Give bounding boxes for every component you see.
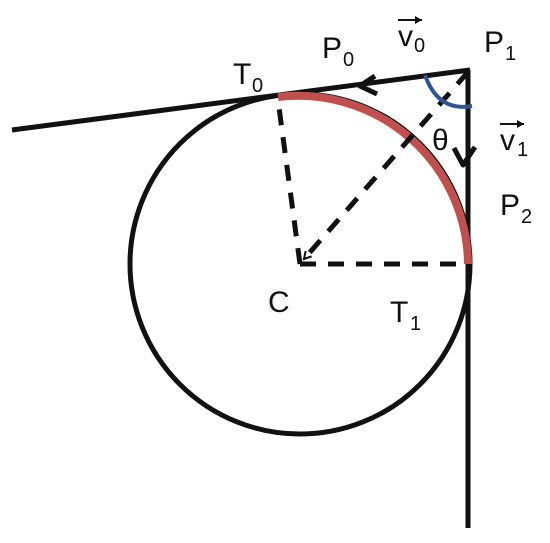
svg-text:1: 1 [517,139,528,161]
svg-text:0: 0 [252,75,263,97]
label-t0: T 0 [233,58,263,97]
svg-text:1: 1 [410,313,421,335]
svg-text:0: 0 [343,49,354,71]
label-t1: T 1 [390,296,421,335]
svg-text:P: P [484,26,504,59]
svg-text:v: v [398,20,413,53]
label-p1: P 1 [484,26,516,65]
svg-text:T: T [233,58,251,91]
svg-text:2: 2 [521,206,532,228]
tangent-line-top [11,67,471,133]
label-v0: v 0 [398,16,425,57]
angle-arc-theta [423,74,473,109]
radius-c-t0 [275,99,303,265]
label-v1: v 1 [500,120,528,161]
svg-text:P: P [500,189,520,222]
svg-text:1: 1 [505,43,516,65]
label-p2: P 2 [500,189,532,228]
svg-text:C: C [268,286,290,319]
svg-text:P: P [322,32,342,65]
svg-text:0: 0 [414,35,425,57]
arrow-v0 [357,73,379,97]
label-theta: θ [432,124,449,157]
svg-text:v: v [500,124,515,157]
dashed-p1-to-c [302,70,470,261]
arrow-v1 [451,145,478,168]
label-p0: P 0 [322,32,354,71]
svg-text:θ: θ [432,124,449,157]
svg-text:T: T [390,296,408,329]
label-c: C [268,286,290,319]
